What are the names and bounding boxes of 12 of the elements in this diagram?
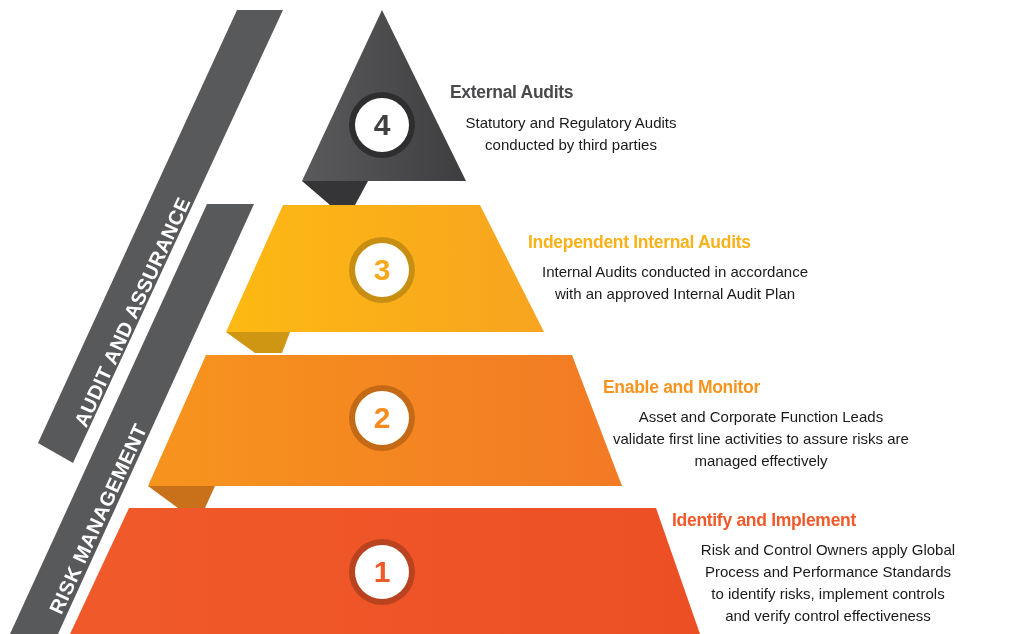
tier-heading: Identify and Implement xyxy=(672,510,856,531)
tier-description: Internal Audits conducted in accordance with an approved Internal Audit Plan xyxy=(541,262,809,304)
step-number: 2 xyxy=(372,403,392,433)
tier-description: Risk and Control Owners apply Global Process and Performance Standards to identify risks, implement controls and verify control effectiveness xyxy=(700,540,956,626)
tier-description: Statutory and Regulatory Audits conducted by third parties xyxy=(464,113,678,155)
tier-heading: Enable and Monitor xyxy=(603,377,760,398)
tier-heading: Independent Internal Audits xyxy=(528,232,751,253)
step-number: 1 xyxy=(372,557,392,587)
step-number: 4 xyxy=(372,110,392,140)
tier-description: Asset and Corporate Function Leads validate first line activities to assure risks are managed effectively xyxy=(612,407,910,471)
step-number: 3 xyxy=(372,255,392,285)
tier-heading: External Audits xyxy=(450,82,574,103)
